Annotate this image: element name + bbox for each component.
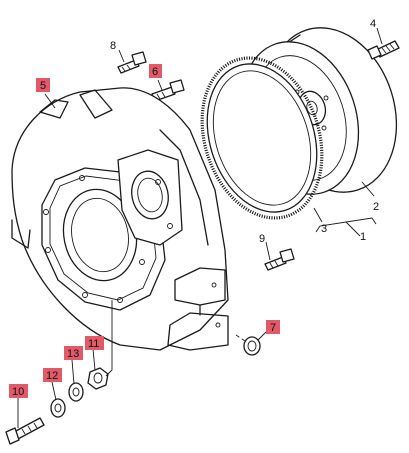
callout-6-box [149, 64, 162, 78]
callout-13-box [64, 346, 83, 360]
leader-lines [17, 27, 383, 428]
callout-12: 12 [46, 370, 58, 382]
bolt-6 [151, 79, 185, 102]
callout-7-box [266, 320, 280, 334]
callout-5-box [36, 78, 50, 92]
callout-5: 5 [40, 80, 46, 92]
callout-4: 4 [370, 18, 376, 30]
callout-8: 8 [110, 40, 116, 52]
flywheel-housing [11, 87, 229, 351]
bolt-4 [367, 40, 400, 60]
washer-12 [50, 398, 66, 418]
nut-11 [87, 367, 109, 390]
ring-gear [200, 56, 324, 220]
callout-10-box [9, 384, 28, 398]
callout-6: 6 [152, 66, 158, 78]
callout-1: 1 [360, 231, 366, 243]
callout-10: 10 [12, 386, 24, 398]
plug-7 [235, 334, 261, 356]
callout-13: 13 [67, 348, 79, 360]
washer-13 [68, 382, 84, 402]
bolt-8 [117, 51, 147, 74]
callout-11-box [85, 336, 104, 350]
bolt-9 [264, 248, 295, 271]
bolt-10 [5, 417, 45, 445]
callout-3: 3 [321, 223, 327, 235]
callout-12-box [43, 368, 62, 382]
callout-11: 11 [88, 338, 99, 350]
callout-2: 2 [373, 201, 379, 213]
callout-7: 7 [270, 322, 276, 334]
callout-9: 9 [259, 233, 265, 245]
